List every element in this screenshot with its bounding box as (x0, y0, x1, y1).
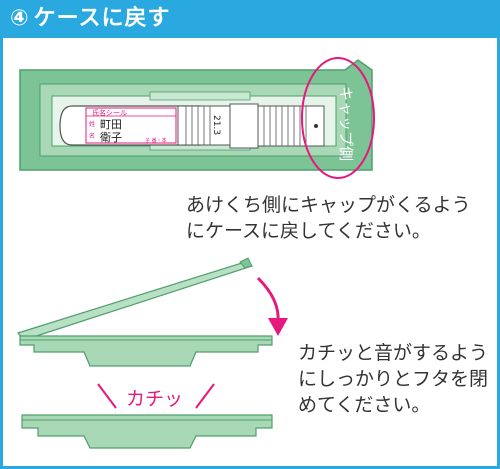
case-closing-view (16, 257, 273, 367)
seal-small-2: 名 (89, 132, 95, 140)
instruction-text-1: あけくち側にキャップがくるよう にケースに戻してください。 (186, 194, 471, 242)
seal-small-1: 姓 (89, 120, 95, 128)
blood-tube (59, 103, 325, 149)
case-closed-view (21, 414, 273, 449)
seal-given-name: 衛子 (100, 131, 122, 144)
tube-number: 21.3 (211, 115, 221, 135)
step-title: ケースに戻す (33, 6, 171, 31)
seal-small-3: 子 番・本 (145, 137, 167, 144)
closing-arrow-head (268, 318, 288, 336)
instruction-text-2: カチッと音がするよう にしっかりとフタを閉 めてください。 (298, 342, 489, 416)
click-label: カチッ (126, 388, 183, 410)
seal-title: 氏名シール (92, 108, 127, 117)
cap-side-label: キャップ側 (337, 86, 355, 161)
closing-arrow (256, 276, 280, 323)
seal-family-name: 町田 (100, 118, 122, 131)
click-line-right (195, 383, 215, 409)
cap-side-highlight (301, 57, 375, 179)
click-line-left (97, 383, 117, 409)
step-number: ④ (10, 6, 30, 31)
